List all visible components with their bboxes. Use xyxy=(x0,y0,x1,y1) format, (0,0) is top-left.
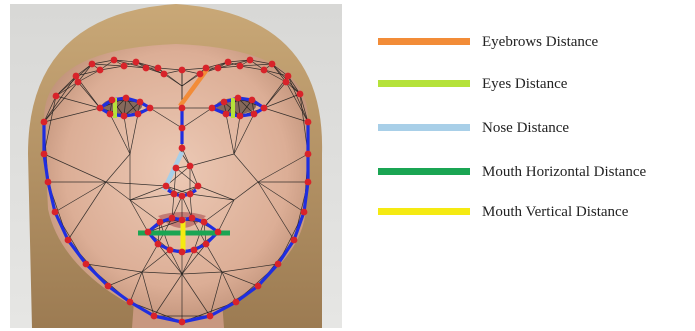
landmark-point xyxy=(201,219,208,226)
landmark-point xyxy=(191,247,198,254)
landmark-point xyxy=(275,261,282,268)
landmark-point xyxy=(255,283,262,290)
landmark-point xyxy=(155,65,162,72)
landmark-point xyxy=(155,241,162,248)
landmark-point xyxy=(179,193,186,200)
landmark-point xyxy=(163,183,170,190)
legend-item-eyebrows-distance: Eyebrows Distance xyxy=(378,30,694,54)
landmark-point xyxy=(105,283,112,290)
legend-item-eyes-distance: Eyes Distance xyxy=(378,72,694,96)
landmark-point xyxy=(179,105,186,112)
landmark-point xyxy=(127,299,134,306)
legend-label: Mouth Horizontal Distance xyxy=(482,160,646,184)
legend: Eyebrows Distance Eyes Distance Nose Dis… xyxy=(378,30,694,240)
landmark-point xyxy=(179,145,186,152)
landmark-point xyxy=(121,113,128,120)
legend-label: Mouth Vertical Distance xyxy=(482,200,628,224)
landmark-point xyxy=(189,215,196,222)
landmark-point xyxy=(97,105,104,112)
landmark-point xyxy=(305,119,312,126)
landmark-point xyxy=(285,73,292,80)
landmark-point xyxy=(251,111,258,118)
legend-swatch-mouth-horizontal xyxy=(378,168,470,175)
landmark-point xyxy=(179,217,186,224)
landmark-point xyxy=(297,91,304,98)
landmark-point xyxy=(269,61,276,68)
landmark-point xyxy=(179,319,186,326)
landmark-point xyxy=(195,183,202,190)
landmark-point xyxy=(235,95,242,102)
landmark-point xyxy=(65,237,72,244)
landmark-point xyxy=(291,237,298,244)
landmark-point xyxy=(187,163,194,170)
landmark-point xyxy=(89,61,96,68)
landmark-point xyxy=(151,313,158,320)
landmark-point xyxy=(179,125,186,132)
landmark-point xyxy=(135,111,142,118)
landmark-point xyxy=(283,79,290,86)
legend-item-mouth-horizontal-distance: Mouth Horizontal Distance xyxy=(378,160,694,184)
landmark-point xyxy=(52,209,59,216)
landmark-point xyxy=(145,229,152,236)
landmark-point xyxy=(111,57,118,64)
landmark-point xyxy=(171,191,178,198)
landmark-point xyxy=(75,79,82,86)
face-photo-with-mesh xyxy=(10,4,342,328)
landmark-point xyxy=(137,99,144,106)
landmark-point xyxy=(167,247,174,254)
legend-swatch-eyebrows xyxy=(378,38,470,45)
landmark-point xyxy=(207,313,214,320)
legend-swatch-eyes xyxy=(378,80,470,87)
landmark-point xyxy=(173,165,180,172)
landmark-point xyxy=(249,97,256,104)
landmark-point xyxy=(97,67,104,74)
legend-label: Eyebrows Distance xyxy=(482,30,598,54)
legend-swatch-mouth-vertical xyxy=(378,208,470,215)
landmark-point xyxy=(223,111,230,118)
landmark-point xyxy=(233,299,240,306)
landmark-point xyxy=(203,241,210,248)
landmark-point xyxy=(215,229,222,236)
landmark-point xyxy=(123,95,130,102)
landmark-point xyxy=(143,65,150,72)
landmark-point xyxy=(225,59,232,66)
landmark-point xyxy=(41,119,48,126)
landmark-point xyxy=(179,249,186,256)
landmark-point xyxy=(197,71,204,78)
landmark-point xyxy=(305,179,312,186)
landmark-point xyxy=(179,67,186,74)
landmark-point xyxy=(187,191,194,198)
landmark-point xyxy=(73,73,80,80)
landmark-point xyxy=(121,63,128,70)
landmark-point xyxy=(41,151,48,158)
landmark-point xyxy=(45,179,52,186)
landmark-point xyxy=(157,219,164,226)
landmark-point xyxy=(237,113,244,120)
legend-label: Nose Distance xyxy=(482,116,569,140)
landmark-point xyxy=(237,63,244,70)
landmark-point xyxy=(53,93,60,100)
landmark-point xyxy=(133,59,140,66)
landmark-point xyxy=(83,261,90,268)
landmark-point xyxy=(203,65,210,72)
landmark-point xyxy=(147,105,154,112)
landmark-point xyxy=(247,57,254,64)
landmark-point xyxy=(301,209,308,216)
legend-item-mouth-vertical-distance: Mouth Vertical Distance xyxy=(378,200,694,224)
landmark-point xyxy=(261,105,268,112)
landmark-point xyxy=(221,99,228,106)
legend-swatch-nose xyxy=(378,124,470,131)
landmark-point xyxy=(305,151,312,158)
landmark-point xyxy=(215,65,222,72)
landmark-point xyxy=(109,97,116,104)
landmark-point xyxy=(161,71,168,78)
legend-label: Eyes Distance xyxy=(482,72,567,96)
landmark-point xyxy=(169,215,176,222)
legend-item-nose-distance: Nose Distance xyxy=(378,116,694,140)
landmark-point xyxy=(209,105,216,112)
landmark-point xyxy=(107,111,114,118)
landmark-point xyxy=(261,67,268,74)
face-landmark-figure xyxy=(10,4,342,328)
